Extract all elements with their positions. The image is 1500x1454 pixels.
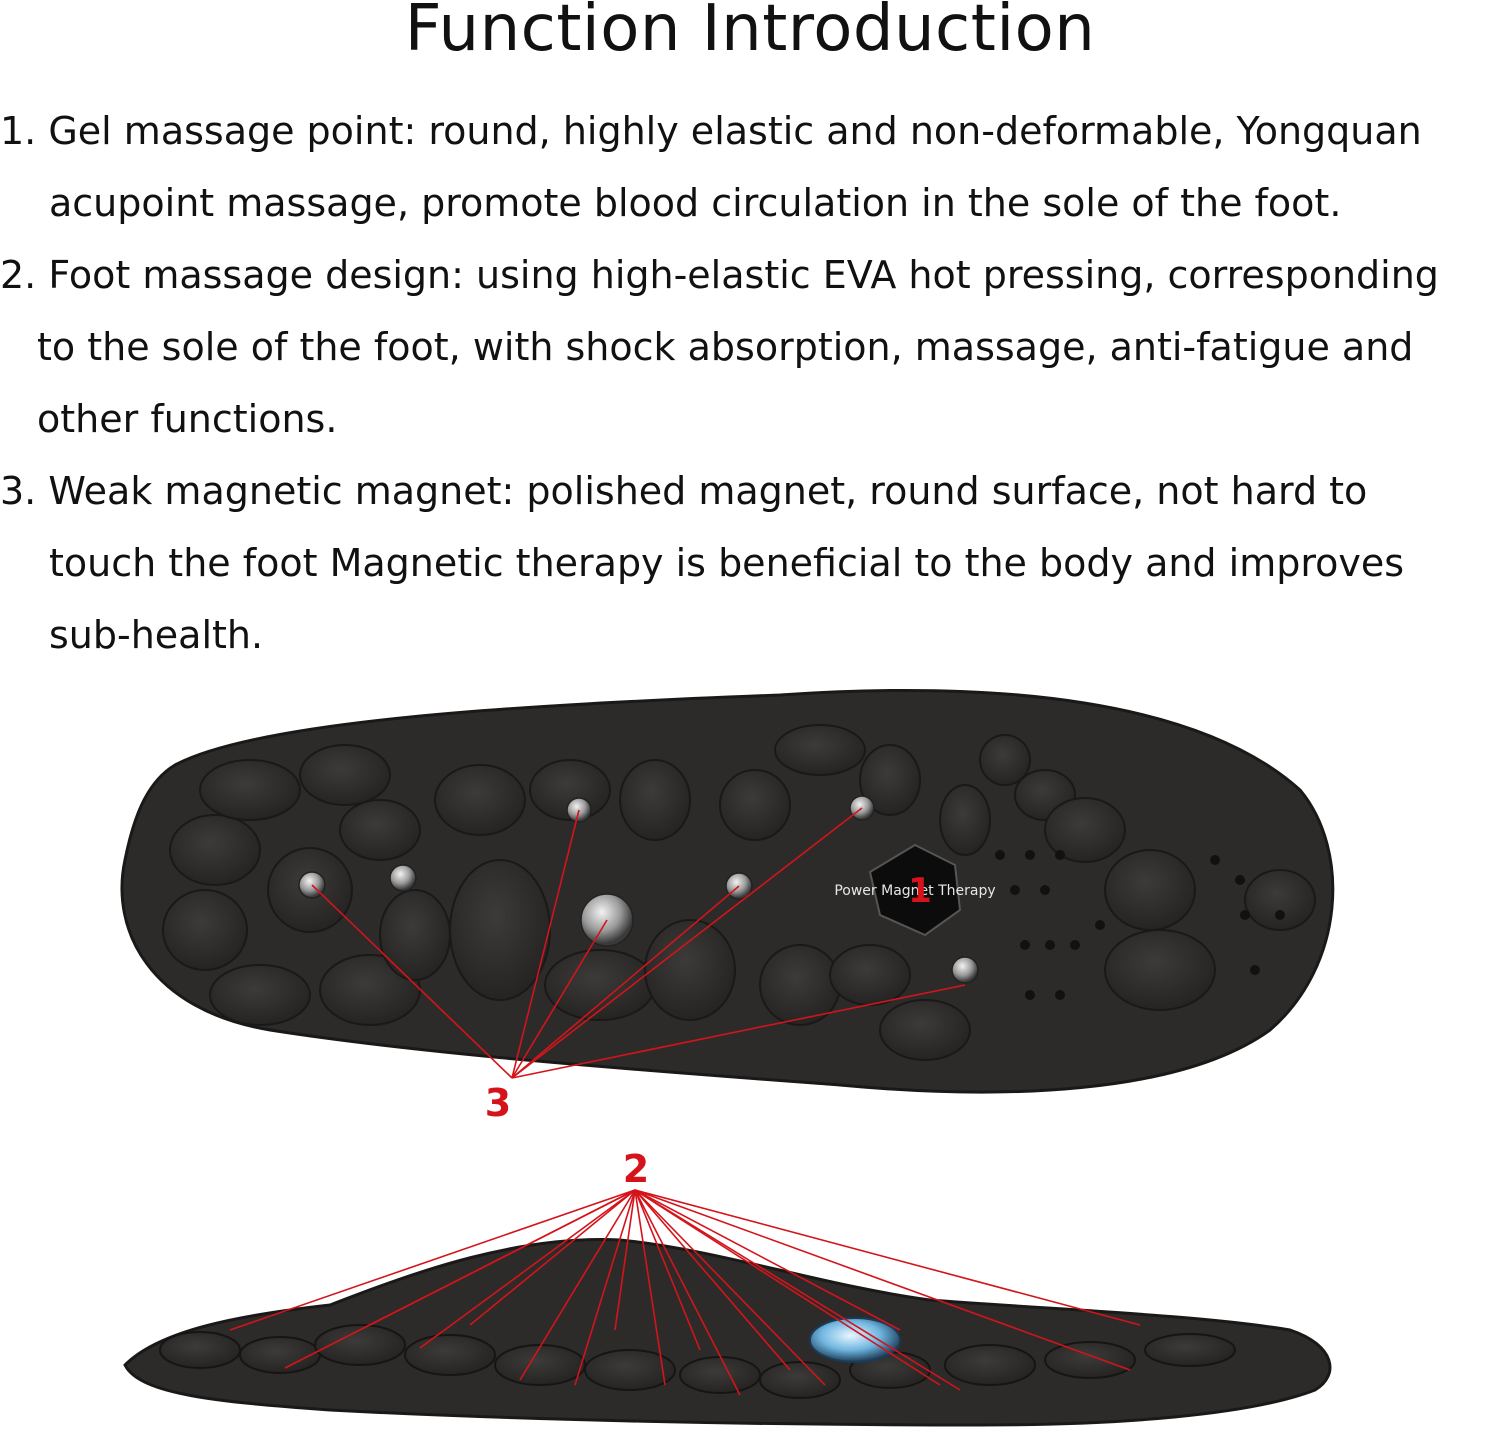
callout-label-2: 2 <box>623 1147 649 1191</box>
feature-3-line-1: 3. Weak magnetic magnet: polished magnet… <box>0 469 1368 513</box>
feature-2-line-2: to the sole of the foot, with shock abso… <box>37 325 1414 369</box>
callout-label-1: 1 <box>908 871 932 911</box>
insole-side-body <box>123 1238 1332 1427</box>
callout-label-3: 3 <box>485 1081 511 1125</box>
insole-side-view <box>123 1238 1332 1427</box>
feature-1-line-2: acupoint massage, promote blood circulat… <box>49 181 1342 225</box>
feature-item-2: 2. Foot massage design: using high-elast… <box>0 239 1500 455</box>
heel-massage-bumps <box>162 724 1316 1061</box>
feature-3-line-3: sub-health. <box>49 613 264 657</box>
feature-list: 1. Gel massage point: round, highly elas… <box>0 95 1500 671</box>
gel-point <box>951 956 979 984</box>
feature-item-1: 1. Gel massage point: round, highly elas… <box>0 95 1500 239</box>
magnet-badge: Power Magnet Therapy <box>834 843 996 937</box>
insole-top-view: Power Magnet Therapy 1 <box>120 688 1335 1094</box>
ventilation-holes <box>995 850 1285 1000</box>
page-title: Function Introduction <box>404 0 1096 66</box>
feature-2-line-1: 2. Foot massage design: using high-elast… <box>0 253 1439 297</box>
feature-2-line-3: other functions. <box>37 397 338 441</box>
insole-figure: Power Magnet Therapy 1 3 <box>120 688 1335 1427</box>
feature-1-line-1: 1. Gel massage point: round, highly elas… <box>0 109 1422 153</box>
callout-3-lines <box>311 807 966 1079</box>
feature-item-3: 3. Weak magnetic magnet: polished magnet… <box>0 455 1500 671</box>
side-magnet <box>809 1317 901 1363</box>
magnet-badge-text: Power Magnet Therapy <box>834 883 995 899</box>
side-view-bumps <box>159 1324 1236 1399</box>
gel-point <box>389 864 417 892</box>
callout-2-lines <box>229 1189 1141 1396</box>
feature-3-line-2: touch the foot Magnetic therapy is benef… <box>49 541 1405 585</box>
